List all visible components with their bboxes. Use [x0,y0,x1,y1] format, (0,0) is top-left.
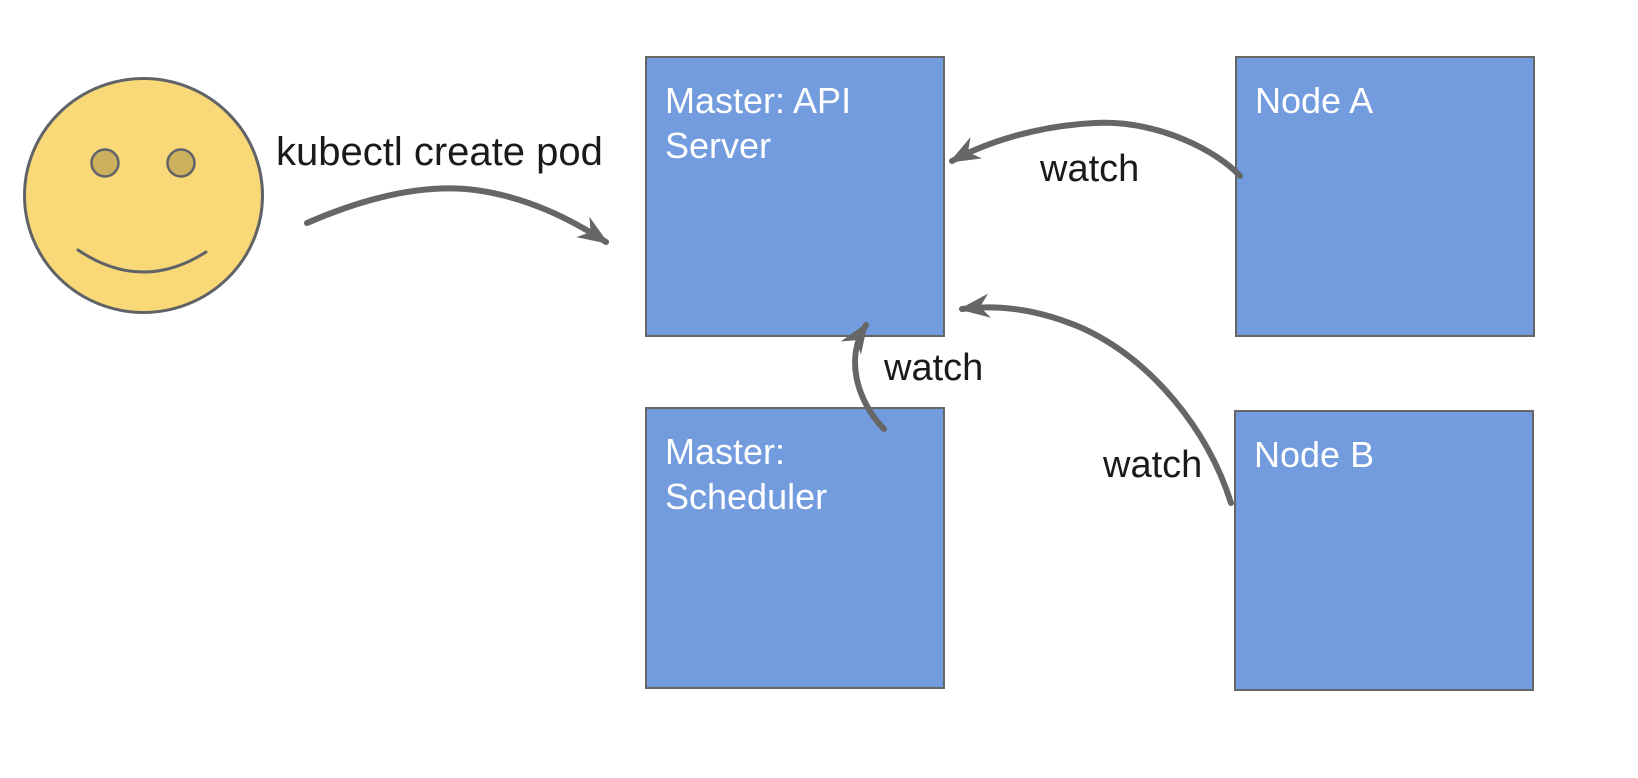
node-b: Node B [1234,410,1534,691]
left-eye [90,148,120,178]
arrow-kubectl-create-pod [304,185,609,245]
node-b-label: Node B [1254,434,1375,475]
edge-label-watch-node-a: watch [1040,148,1140,190]
edge-label-watch-node-b: watch [1103,444,1203,486]
edge-label-watch-scheduler: watch [884,347,984,389]
node-master-api-server: Master: API Server [645,56,945,337]
node-a-label: Node A [1255,80,1374,121]
node-master-scheduler: Master: Scheduler [645,407,945,689]
smile [76,248,208,274]
node-master-scheduler-label: Master: Scheduler [665,431,828,517]
edge-label-kubectl-create-pod: kubectl create pod [276,130,603,174]
node-master-api-server-label: Master: API Server [665,80,852,166]
right-eye [166,148,196,178]
node-a: Node A [1235,56,1535,337]
smiley-face-icon [23,77,264,314]
